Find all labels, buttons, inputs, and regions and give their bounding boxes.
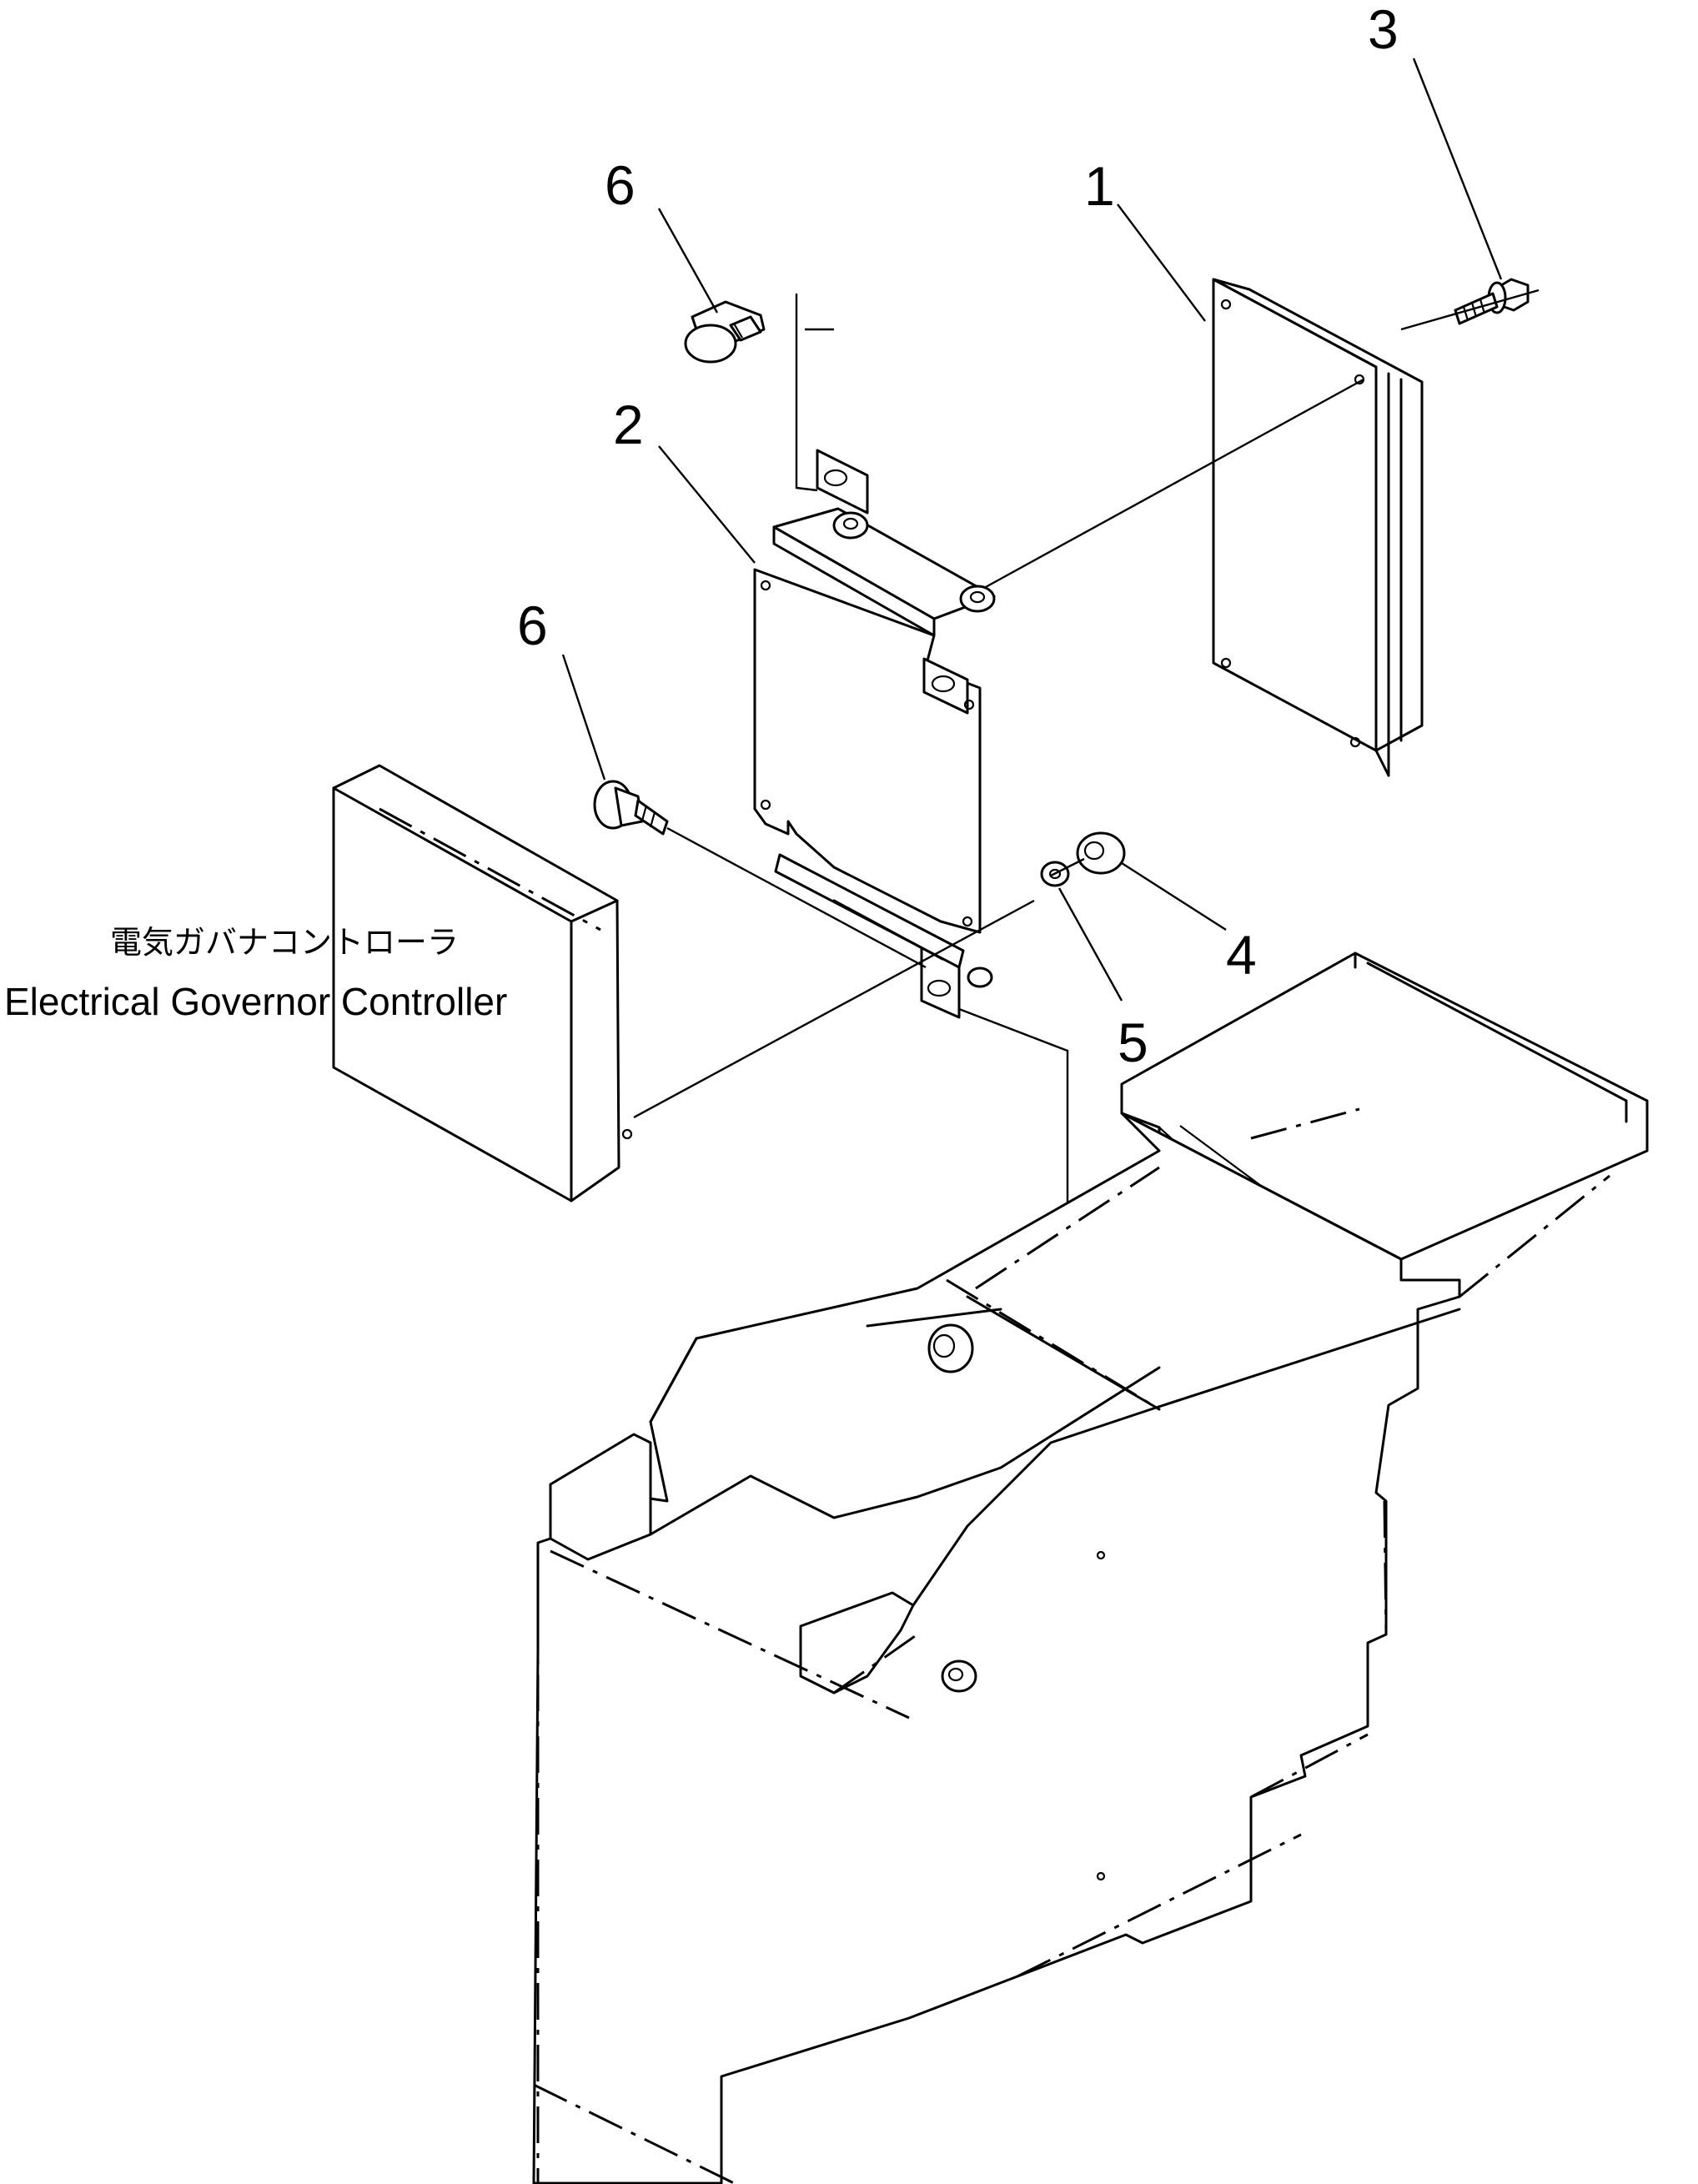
part-6-bolt-middle [593,780,669,836]
part-2-bracket [753,449,996,1019]
callout-4: 4 [1226,924,1257,986]
caption-english: Electrical Governor Controller [4,980,507,1023]
callout-leaders [561,58,1503,1002]
part-4-nut [1076,831,1126,875]
callout-3: 3 [1368,0,1399,60]
part-3-bolt [1454,278,1530,325]
part-1-controller-unit [1212,278,1424,777]
part-6-bolt-top [684,300,766,364]
machine-frame [532,951,1649,2184]
callout-1: 1 [1084,155,1115,217]
callout-5: 5 [1118,1012,1148,1073]
callout-6-top: 6 [605,154,635,216]
caption-japanese: 電気ガバナコントローラ [110,924,459,961]
governor-controller-box [332,764,633,1202]
callout-6-middle: 6 [517,595,548,656]
callout-2: 2 [613,394,644,455]
